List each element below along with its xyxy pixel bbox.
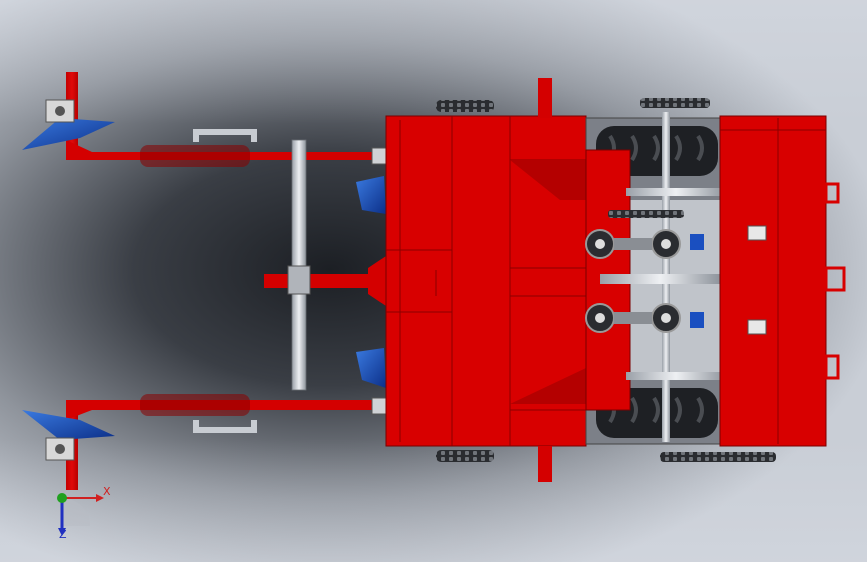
rear-hitch-3-icon [824,354,840,380]
bottom-right-gear-hub-icon [661,313,671,323]
top-marker-disc-icon [22,118,115,150]
x-axis-label: X [103,485,111,498]
rear-frame-body [719,115,827,447]
z-axis-arrow-icon [58,528,66,536]
rear-frame[interactable] [719,115,846,447]
top-rear-sprocket-icon [640,98,710,108]
top-arm-shadow [140,145,250,167]
top-metering-cup-icon [690,234,704,250]
bottom-marker-arm[interactable] [22,394,391,490]
tow-bar-beam [264,274,368,288]
bottom-marker-bolt-icon [55,444,65,454]
bottom-metering-unit[interactable] [585,303,704,333]
x-axis-arrow-icon [96,494,104,502]
top-marker-arm[interactable] [22,72,391,167]
rear-top-latch-icon [747,225,767,241]
bottom-rear-sprocket-icon [660,452,776,462]
rear-hitch-2-icon [824,266,846,292]
drive-shaft-top [626,188,726,196]
drive-chain-icon [608,210,684,218]
top-stub-axle [538,78,552,118]
rear-bottom-latch-icon [747,319,767,335]
rear-hitch-1-icon [824,182,840,204]
top-metering-unit[interactable] [585,229,704,259]
top-right-gear-hub-icon [661,239,671,249]
tool-bar-shaft [291,139,307,391]
view-triad[interactable] [57,493,104,536]
top-opener-blade-icon [356,176,386,214]
top-front-sprocket-icon [436,100,494,112]
hopper-funnel-bottom [510,368,586,404]
tool-bar-clamp-icon [287,265,311,295]
triad-shadow [62,498,90,526]
drive-plate [630,200,720,380]
top-tire-tread-icon [608,134,704,162]
bottom-arm-shadow [140,394,250,416]
triad-origin-icon [57,493,67,503]
top-left-gear-hub-icon [595,239,605,249]
bottom-metering-cup-icon [690,312,704,328]
drive-section[interactable] [585,112,726,445]
hopper-funnel-top [510,160,586,200]
top-marker-bolt-icon [55,106,65,116]
bottom-metering-axle [614,312,652,324]
bottom-stub-axle [538,446,552,482]
bottom-left-gear-hub-icon [595,313,605,323]
bottom-grip-handle-icon [193,420,257,433]
bottom-front-sprocket-icon [436,450,494,462]
top-grip-handle-icon [193,129,257,142]
bottom-opener-blade-icon [356,348,386,388]
main-frame[interactable] [385,78,587,482]
bottom-marker-disc-icon [22,410,115,440]
z-axis-label: Z [59,528,67,541]
top-metering-axle [614,238,652,250]
drive-shaft-bottom [626,372,726,380]
drive-shaft-center [600,274,720,284]
